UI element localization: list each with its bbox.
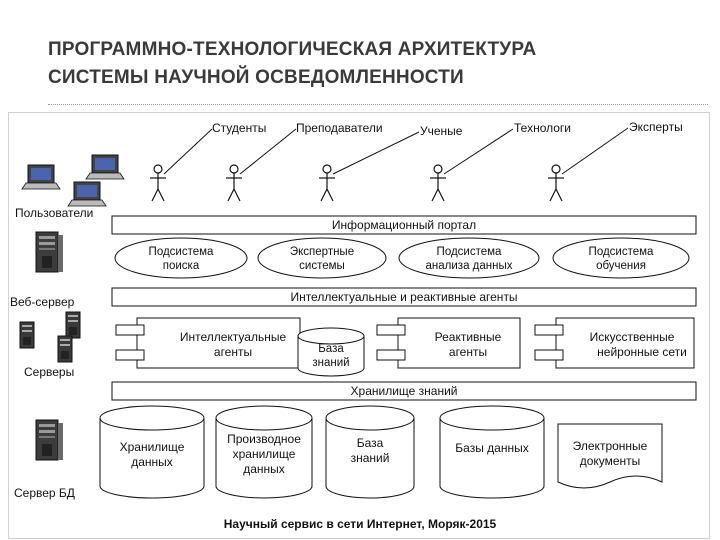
web-server-label: Веб-сервер (10, 295, 75, 309)
storage-derived-store: Производное хранилище данных (215, 405, 313, 499)
knowledge-base-line-2: знаний (312, 357, 349, 369)
actor-students: Студенты (149, 121, 266, 202)
servers-label: Серверы (24, 365, 74, 379)
intel-agents-line-1: Интеллектуальные (180, 330, 287, 344)
knowledge-store-bar: Хранилище знаний (111, 381, 697, 401)
neural-nets-line-1: Искусственные (590, 330, 675, 344)
db-server-icon (35, 419, 64, 461)
subsystem-expert-line-1: Экспертные (290, 246, 354, 258)
subsystem-learning-line-1: Подсистема (589, 246, 654, 258)
component-neural-networks: Искусственные нейронные сети (534, 317, 695, 369)
web-server-icon (35, 231, 64, 273)
storage-data-store: Хранилище данных (99, 405, 205, 499)
information-portal-label: Информационный портал (332, 218, 476, 232)
actor-scientists: Ученые (318, 124, 463, 202)
knowledge-store-label: Хранилище знаний (351, 384, 458, 398)
information-portal-bar: Информационный портал (111, 215, 697, 235)
data-store-line-2: данных (131, 455, 173, 469)
slide-title: ПРОГРАММНО-ТЕХНОЛОГИЧЕСКАЯ АРХИТЕКТУРА С… (48, 36, 708, 92)
slide-title-line-2: СИСТЕМЫ НАУЧНОЙ ОСВЕДОМЛЕННОСТИ (48, 67, 464, 88)
intel-agents-line-2: агенты (214, 345, 252, 359)
data-store-line-1: Хранилище (120, 440, 185, 454)
kb2-line-2: знаний (351, 451, 390, 465)
subsystem-learning-line-2: обучения (596, 260, 646, 272)
slide-footer: Научный сервис в сети Интернет, Моряк-20… (223, 517, 497, 531)
databases-line-1: Базы данных (455, 441, 528, 455)
actor-experts-label: Эксперты (629, 120, 683, 134)
subsystem-search-line-2: поиска (163, 260, 200, 272)
reactive-agents-line-1: Реактивные (435, 330, 502, 344)
actor-teachers: Преподаватели (225, 121, 383, 202)
servers-icon (19, 311, 81, 363)
subsystem-expert-line-2: системы (299, 260, 345, 272)
kb2-line-1: База (357, 436, 384, 450)
actor-scientists-label: Ученые (420, 124, 463, 138)
knowledge-base-line-1: База (318, 343, 344, 355)
agents-layer-label: Интеллектуальные и реактивные агенты (290, 290, 517, 304)
actor-students-label: Студенты (212, 121, 266, 135)
db-server-label: Сервер БД (14, 486, 75, 500)
users-icon (21, 154, 125, 207)
actor-experts: Эксперты (547, 120, 683, 202)
actor-technologists: Технологи (429, 121, 571, 202)
knowledge-base-cylinder: База знаний (297, 327, 365, 377)
component-reactive-agents: Реактивные агенты (376, 317, 521, 369)
derived-store-line-3: данных (243, 462, 285, 476)
reactive-agents-line-2: агенты (449, 345, 487, 359)
edocs-line-2: документы (580, 454, 641, 468)
actor-teachers-label: Преподаватели (296, 121, 383, 135)
users-label: Пользователи (15, 206, 93, 220)
component-intelligent-agents: Интеллектуальные агенты (115, 317, 301, 369)
storage-electronic-documents: Электронные документы (557, 423, 663, 489)
storage-databases: Базы данных (439, 405, 545, 499)
edocs-line-1: Электронные (573, 439, 648, 453)
neural-nets-line-2: нейронные сети (597, 345, 687, 359)
storage-knowledge-base: База знаний (325, 405, 415, 499)
subsystem-analysis-line-1: Подсистема (437, 246, 502, 258)
derived-store-line-1: Производное (227, 432, 301, 446)
subsystem-analysis: Подсистема анализа данных (398, 237, 540, 279)
subsystem-search: Подсистема поиска (114, 237, 248, 279)
derived-store-line-2: хранилище (233, 447, 296, 461)
subsystem-analysis-line-2: анализа данных (426, 260, 513, 272)
subsystem-learning: Подсистема обучения (552, 237, 690, 279)
actor-technologists-label: Технологи (514, 121, 571, 135)
subsystem-search-line-1: Подсистема (149, 246, 214, 258)
agents-layer-bar: Интеллектуальные и реактивные агенты (111, 287, 697, 307)
slide-title-line-1: ПРОГРАММНО-ТЕХНОЛОГИЧЕСКАЯ АРХИТЕКТУРА (48, 39, 537, 60)
title-separator (48, 104, 708, 105)
subsystem-expert: Экспертные системы (257, 237, 387, 279)
